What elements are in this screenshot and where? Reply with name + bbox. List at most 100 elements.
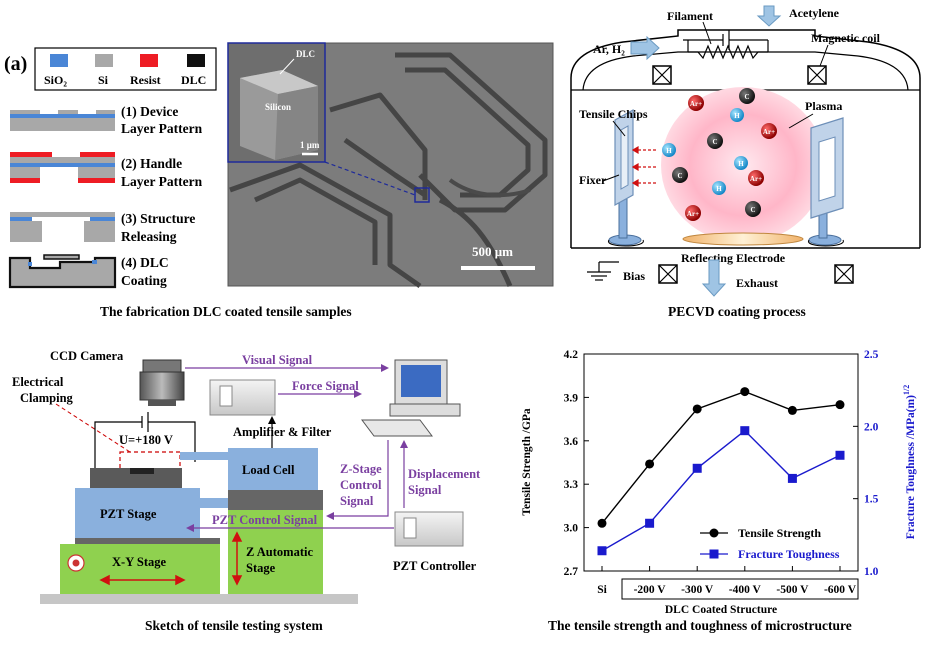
x-tick-label: Si (597, 584, 607, 596)
particle-h (662, 143, 676, 157)
reflecting-electrode (682, 232, 804, 246)
pzt-stage (75, 488, 200, 538)
step-4-cross-section (8, 254, 117, 289)
xy-motion-arrow (99, 574, 186, 586)
left-tick-label: 3.6 (564, 436, 579, 448)
chamber-wall (570, 29, 921, 248)
tensile-point (645, 459, 655, 469)
tensile-point (740, 387, 750, 397)
sem-silicon-label: Silicon (265, 102, 291, 112)
particle-c (739, 88, 755, 104)
step-4-label-line1: (4) DLC (121, 255, 169, 270)
series-line-0 (601, 390, 841, 524)
toughness-point (787, 473, 797, 483)
particle-ar-label: Ar+ (690, 100, 702, 108)
visual-signal-label: Visual Signal (242, 353, 313, 367)
z-stage-control-arrow (326, 440, 389, 520)
voltage-label: U=+180 V (119, 433, 173, 447)
particle-c-label: C (750, 206, 755, 214)
tensile-point (692, 404, 702, 414)
bias-label: Bias (623, 269, 645, 283)
fixer-label: Fixer (579, 173, 607, 187)
particle-c (745, 201, 761, 217)
x-tick-label: -200 V (634, 584, 667, 596)
step-3-label-line2: Releasing (121, 229, 177, 244)
step-2-cross-section (10, 152, 115, 183)
pzt-stage-label: PZT Stage (100, 507, 157, 521)
legend-label-sio2: SiO₂ (44, 73, 67, 87)
left-tick-label: 2.7 (564, 566, 579, 578)
xy-stage (60, 544, 220, 594)
x-tick-label: -400 V (729, 584, 762, 596)
zstage-signal-line2: Control (340, 478, 382, 492)
step-2-label-line1: (2) Handle (121, 156, 182, 171)
sem-inset-scale-label: 1 μm (300, 140, 320, 150)
fixer-left (608, 108, 644, 247)
particle-h (730, 108, 744, 122)
acetylene-arrow (756, 5, 782, 27)
strength-toughness-chart: 2.73.03.33.63.94.2 1.01.52.02.5 Si-200 V… (521, 349, 917, 616)
pecvd-diagram: Filament Acetylene Ar, H₂ Magnetic coil … (570, 5, 921, 297)
particle-h-label: H (738, 160, 744, 168)
exhaust-label: Exhaust (736, 276, 778, 290)
panel-label: (a) (4, 53, 27, 75)
legend-swatch-sio2 (50, 54, 68, 67)
particle-c-label: C (712, 138, 717, 146)
fabrication-diagram: (a) SiO₂ Si Resist DLC (4, 42, 554, 289)
ccd-camera (139, 359, 185, 406)
right-axis-label: Fracture Toughness /MPa(m)1/2 (902, 385, 917, 539)
particle-c-label: C (677, 172, 682, 180)
bias-ground (587, 261, 619, 281)
step-3-label-line1: (3) Structure (121, 211, 195, 226)
testing-caption: Sketch of tensile testing system (145, 618, 323, 633)
tensile-chips-label: Tensile Chips (579, 107, 648, 121)
legend-marker-tensile (709, 528, 719, 538)
displacement-signal-arrow (400, 440, 408, 508)
x-tick-label: -600 V (824, 584, 857, 596)
magnetic-coil-left (652, 65, 672, 85)
ccd-camera-label: CCD Camera (50, 349, 124, 363)
z-automatic-stage (228, 510, 323, 594)
magnetic-coil-bottom-right (834, 264, 854, 284)
tensile-point (787, 405, 797, 415)
voltage-circuit (94, 412, 196, 480)
z-stage-top (228, 490, 323, 510)
particle-h-label: H (666, 147, 672, 155)
magnetic-coil-right (807, 65, 827, 85)
particle-h (712, 181, 726, 195)
legend-marker-toughness (709, 549, 719, 559)
reflecting-electrode-label: Reflecting Electrode (681, 251, 786, 265)
step-2-label-line2: Layer Pattern (121, 174, 203, 189)
step-1-label-line2: Layer Pattern (121, 121, 203, 136)
legend-label-resist: Resist (130, 73, 161, 87)
load-cell-label: Load Cell (242, 463, 295, 477)
legend-swatch-resist (140, 54, 158, 67)
left-tick-label: 3.3 (564, 479, 579, 491)
step-1-label-line1: (1) Device (121, 104, 178, 119)
plasma-label: Plasma (805, 99, 842, 113)
right-tick-label: 1.0 (864, 566, 879, 578)
gas-inlet-arrow (630, 35, 660, 61)
amplifier-filter (209, 379, 276, 416)
fabrication-panel: (a) SiO₂ Si Resist DLC (0, 0, 560, 300)
dlc-category-bracket (621, 578, 859, 600)
magnetic-coil-bottom-left (658, 264, 678, 284)
legend-label-si: Si (98, 73, 109, 87)
step-3-cross-section (10, 212, 115, 242)
toughness-point (645, 518, 655, 528)
legend-swatch-si (95, 54, 113, 67)
sem-dlc-label: DLC (296, 49, 315, 59)
legend-label-dlc: DLC (181, 73, 206, 87)
pzt-control-signal-arrow (186, 524, 394, 532)
clamp-block (90, 468, 182, 488)
particle-c (707, 133, 723, 149)
visual-signal-arrow (185, 364, 389, 372)
right-tick-label: 1.5 (864, 494, 879, 506)
zstage-signal-line1: Z-Stage (340, 462, 382, 476)
chip-arrows (631, 145, 656, 188)
testing-diagram: CCD Camera Electrical Clamping U=+180 V … (12, 349, 481, 604)
pzt-controller (394, 511, 464, 547)
particle-ar (685, 205, 701, 221)
specimen-arm (180, 452, 230, 460)
